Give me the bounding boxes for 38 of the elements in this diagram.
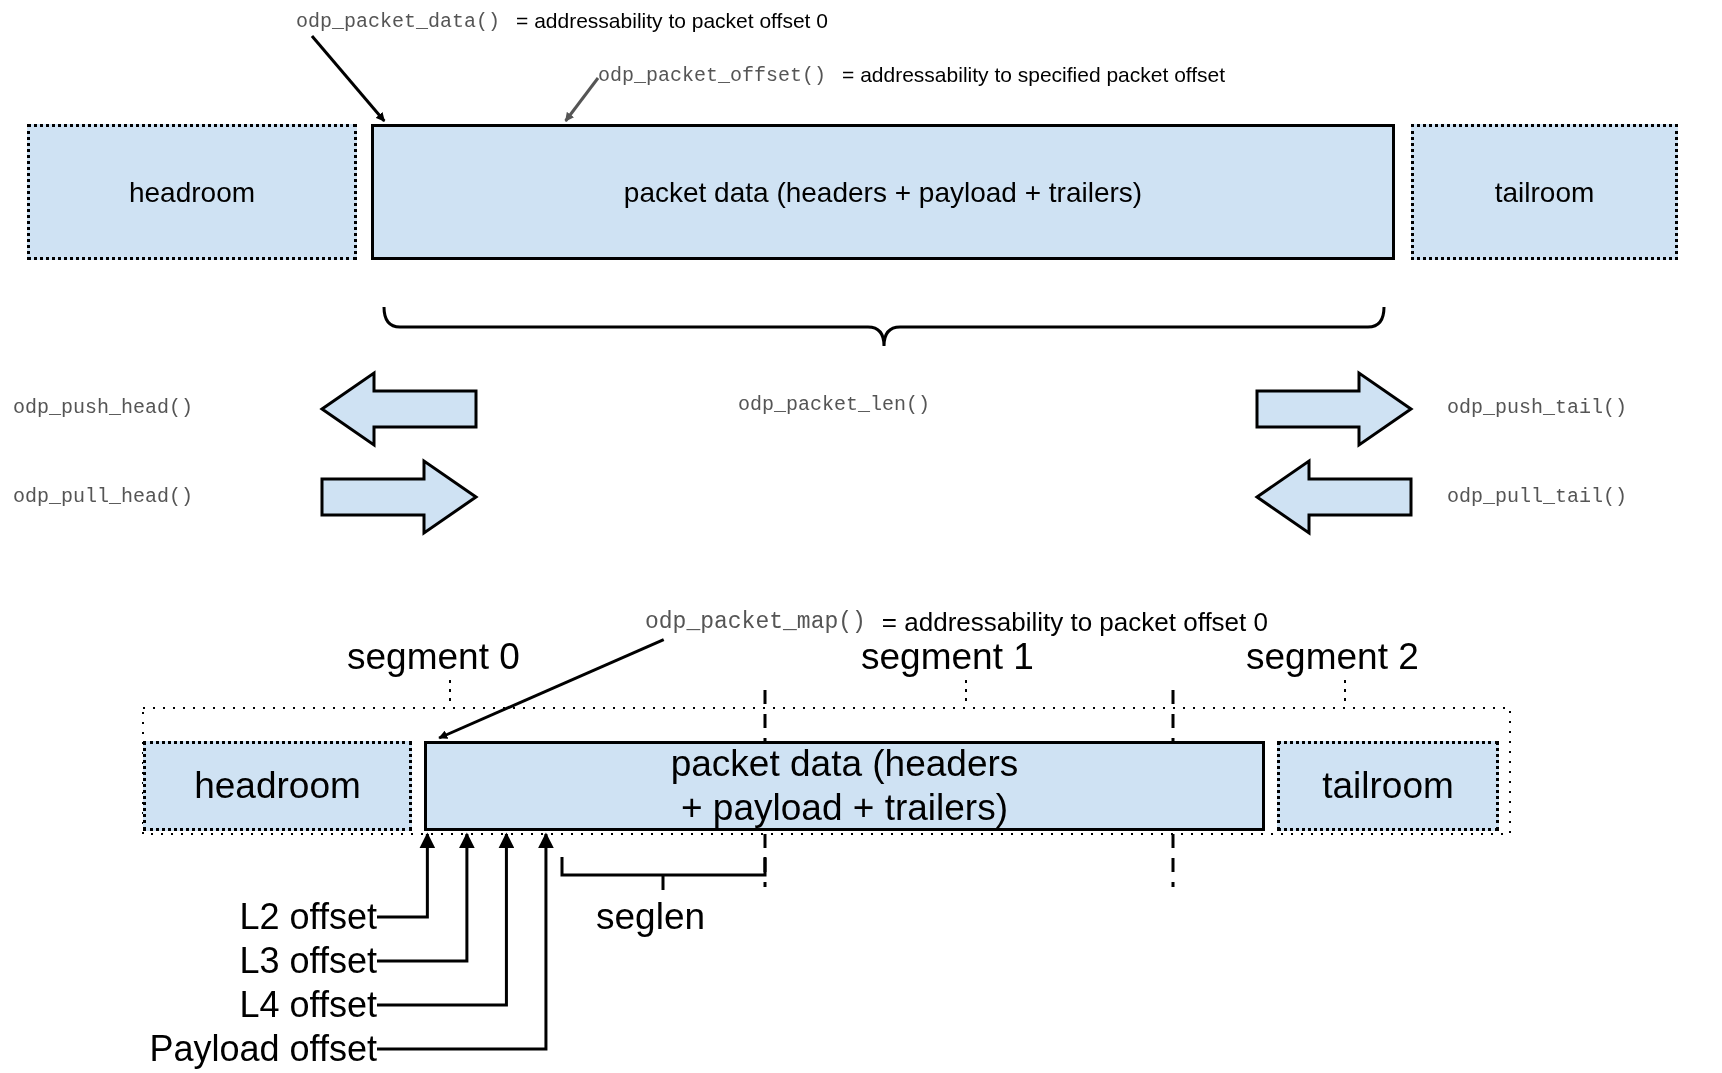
packet-data-region [424, 741, 1265, 831]
region-label: packet data (headers + payload + trailers) [669, 741, 1020, 830]
function-name: odp_pull_tail() [1447, 485, 1628, 508]
offset-label: L3 offset [239, 940, 377, 982]
headroom-region [143, 741, 412, 831]
arrow [310, 35, 386, 122]
region-label: tailroom [1494, 175, 1595, 210]
description-text: = addressability to packet offset 0 [881, 606, 1268, 638]
leader-arrow [377, 832, 554, 1051]
offset-label: L2 offset [239, 896, 377, 938]
segment-label: segment 0 [347, 636, 520, 678]
arrow [438, 638, 665, 740]
description-text: = addressability to specified packet offset [842, 63, 1226, 87]
leader-arrow [377, 832, 475, 963]
segment-label: segment 2 [1246, 636, 1419, 678]
function-name: odp_packet_len() [738, 393, 931, 416]
offset-label: Payload offset [149, 1028, 377, 1070]
region-label: packet data (headers + payload + trailers) [623, 175, 1143, 210]
headroom-region [27, 124, 357, 260]
leader-arrow [377, 832, 436, 919]
packet-data-region [371, 124, 1395, 260]
bracket-label: seglen [596, 896, 706, 938]
function-name: odp_packet_offset() [598, 63, 827, 87]
tailroom-region [1411, 124, 1678, 260]
function-name: odp_packet_data() [296, 9, 501, 33]
region-label: tailroom [1322, 763, 1454, 808]
region-label: headroom [194, 763, 361, 808]
function-name: odp_push_tail() [1447, 396, 1628, 419]
function-name: odp_pull_head() [13, 485, 194, 508]
offset-label: L4 offset [239, 984, 377, 1026]
arrow [564, 77, 600, 122]
segment-label: segment 1 [861, 636, 1034, 678]
leader-arrow [377, 832, 515, 1007]
function-name: odp_packet_map() [645, 609, 866, 635]
region-label: headroom [128, 175, 256, 210]
function-name: odp_push_head() [13, 396, 194, 419]
tailroom-region [1277, 741, 1499, 831]
description-text: = addressability to packet offset 0 [516, 9, 828, 33]
